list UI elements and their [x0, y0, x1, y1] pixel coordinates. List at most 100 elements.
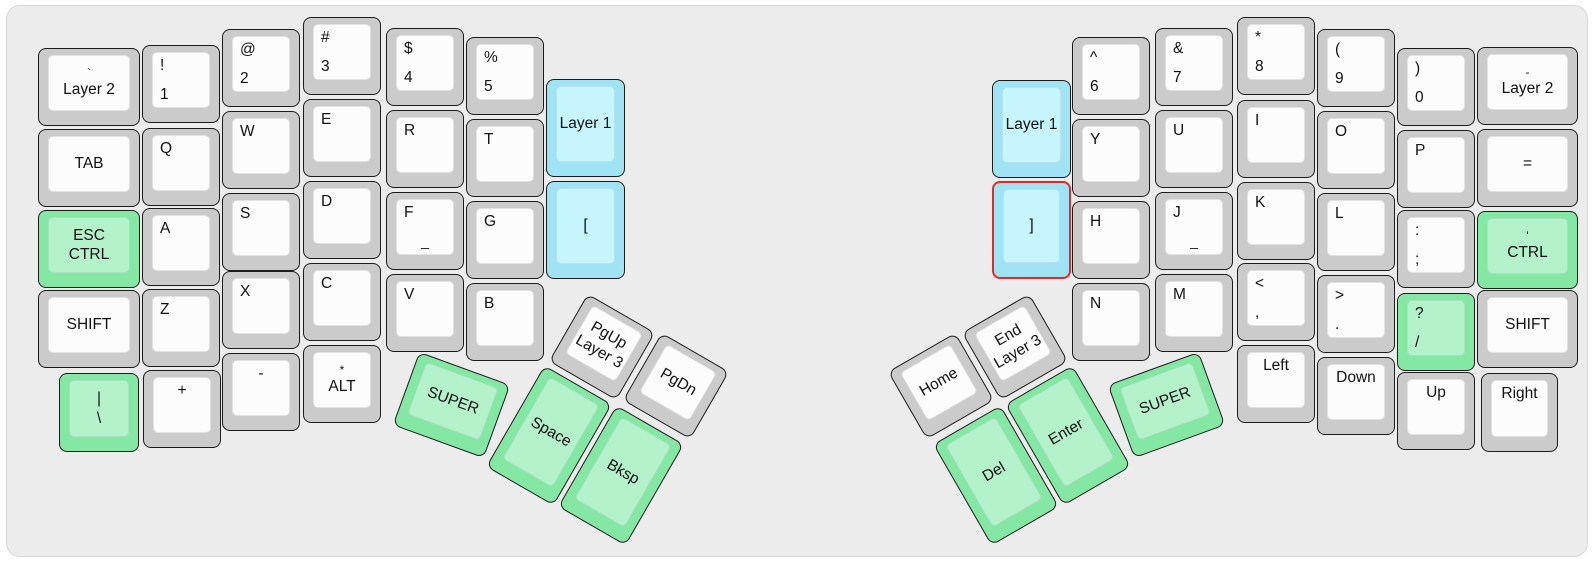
keytop: 'CTRL [1487, 218, 1568, 274]
keytop: A [152, 215, 210, 271]
key-label: = [1522, 155, 1533, 173]
key-label: Down [1336, 369, 1376, 386]
key-t[interactable]: T [466, 119, 544, 197]
key-s[interactable]: S [222, 193, 300, 271]
key-right-bracket[interactable]: ] [992, 181, 1071, 279]
keytop: O [1327, 118, 1385, 174]
key-j[interactable]: J_ [1155, 192, 1233, 270]
key-l[interactable]: L [1317, 193, 1395, 271]
key-e[interactable]: E [303, 99, 381, 177]
key-h[interactable]: H [1072, 201, 1150, 279]
keytop: S [232, 200, 290, 256]
keytop: Layer 1 [556, 86, 615, 162]
key-quote-ctrl[interactable]: 'CTRL [1477, 211, 1578, 289]
key-label: Space [527, 413, 575, 450]
key-period[interactable]: >. [1317, 275, 1395, 353]
key-pipe-backslash[interactable]: |\ [59, 373, 139, 452]
key-minus[interactable]: - [222, 353, 300, 431]
key-shift-right[interactable]: SHIFT [1477, 290, 1578, 368]
key-8[interactable]: *8 [1237, 17, 1315, 95]
key-i[interactable]: I [1237, 100, 1315, 178]
key-colon-semicolon[interactable]: :; [1397, 210, 1475, 288]
key-label: Y [1090, 131, 1101, 148]
key-q[interactable]: Q [142, 128, 220, 206]
key-2[interactable]: @2 [222, 29, 300, 107]
key-label: 2 [240, 69, 249, 87]
key-label: B [484, 295, 495, 312]
keytop: SHIFT [1487, 297, 1568, 353]
key-arrow-down[interactable]: Down [1317, 357, 1395, 435]
key-1[interactable]: !1 [142, 45, 220, 123]
key-7[interactable]: &7 [1155, 28, 1233, 106]
keytop: X [232, 278, 290, 334]
key-label: Enter [1045, 414, 1087, 449]
key-label: * [339, 362, 345, 377]
key-label: : [1415, 222, 1420, 239]
key-plus[interactable]: + [143, 370, 221, 448]
key-6[interactable]: ^6 [1072, 37, 1150, 115]
key-label: ; [1415, 250, 1420, 268]
key-a[interactable]: A [142, 208, 220, 286]
key-m[interactable]: M [1155, 274, 1233, 352]
key-label: SUPER [1136, 383, 1193, 419]
key-0[interactable]: )0 [1397, 48, 1475, 126]
key-c[interactable]: C [303, 263, 381, 341]
key-label: [ [583, 217, 588, 235]
key-label: SHIFT [66, 316, 112, 334]
key-arrow-left[interactable]: Left [1237, 345, 1315, 423]
key-label: ( [1335, 41, 1341, 58]
key-3[interactable]: #3 [303, 17, 381, 95]
key-d[interactable]: D [303, 181, 381, 259]
key-v[interactable]: V [386, 274, 464, 352]
key-p[interactable]: P [1397, 130, 1475, 208]
key-label: CTRL [1507, 243, 1548, 261]
key-label: ? [1415, 305, 1424, 322]
key-y[interactable]: Y [1072, 119, 1150, 197]
key-z[interactable]: Z [142, 289, 220, 367]
key-label: G [484, 213, 497, 230]
key-4[interactable]: $4 [386, 28, 464, 106]
key-label: C [321, 275, 333, 292]
key-5[interactable]: %5 [466, 37, 544, 115]
key-question-slash[interactable]: ?/ [1397, 293, 1475, 371]
key-x[interactable]: X [222, 271, 300, 349]
key-9[interactable]: (9 [1317, 29, 1395, 107]
key-left-bracket[interactable]: [ [546, 181, 625, 279]
key-arrow-up[interactable]: Up [1397, 372, 1475, 450]
key-u[interactable]: U [1155, 110, 1233, 188]
key-label: SUPER [424, 383, 481, 419]
key-label: 3 [321, 57, 330, 75]
key-label: P [1415, 142, 1426, 159]
key-label: Layer 1 [559, 115, 612, 133]
key-label: ' [1526, 228, 1529, 243]
key-equals[interactable]: = [1477, 129, 1578, 207]
key-w[interactable]: W [222, 111, 300, 189]
key-b[interactable]: B [466, 283, 544, 361]
key-f[interactable]: F_ [386, 192, 464, 270]
key-shift-left[interactable]: SHIFT [38, 290, 140, 368]
key-k[interactable]: K [1237, 182, 1315, 260]
key-arrow-right[interactable]: Right [1481, 373, 1558, 452]
key-backtick-layer2[interactable]: `Layer 2 [38, 48, 140, 126]
keytop: #3 [313, 24, 371, 80]
key-label: % [484, 49, 498, 66]
key-r[interactable]: R [386, 110, 464, 188]
key-label: Right [1501, 385, 1538, 402]
key-layer1-right[interactable]: Layer 1 [992, 80, 1071, 178]
key-minus-layer2[interactable]: -Layer 2 [1477, 47, 1578, 125]
key-label: - [258, 365, 264, 382]
key-label: 8 [1255, 57, 1264, 75]
key-comma[interactable]: <, [1237, 263, 1315, 341]
key-n[interactable]: N [1072, 283, 1150, 361]
key-star-alt[interactable]: *ALT [303, 345, 381, 423]
keytop: + [153, 377, 211, 433]
key-label: S [240, 205, 251, 222]
keytop: E [313, 106, 371, 162]
key-layer1-left[interactable]: Layer 1 [546, 79, 625, 177]
key-label: | [96, 390, 102, 408]
key-tab[interactable]: TAB [38, 129, 140, 207]
key-g[interactable]: G [466, 201, 544, 279]
key-o[interactable]: O [1317, 111, 1395, 189]
keytop: V [396, 281, 454, 337]
